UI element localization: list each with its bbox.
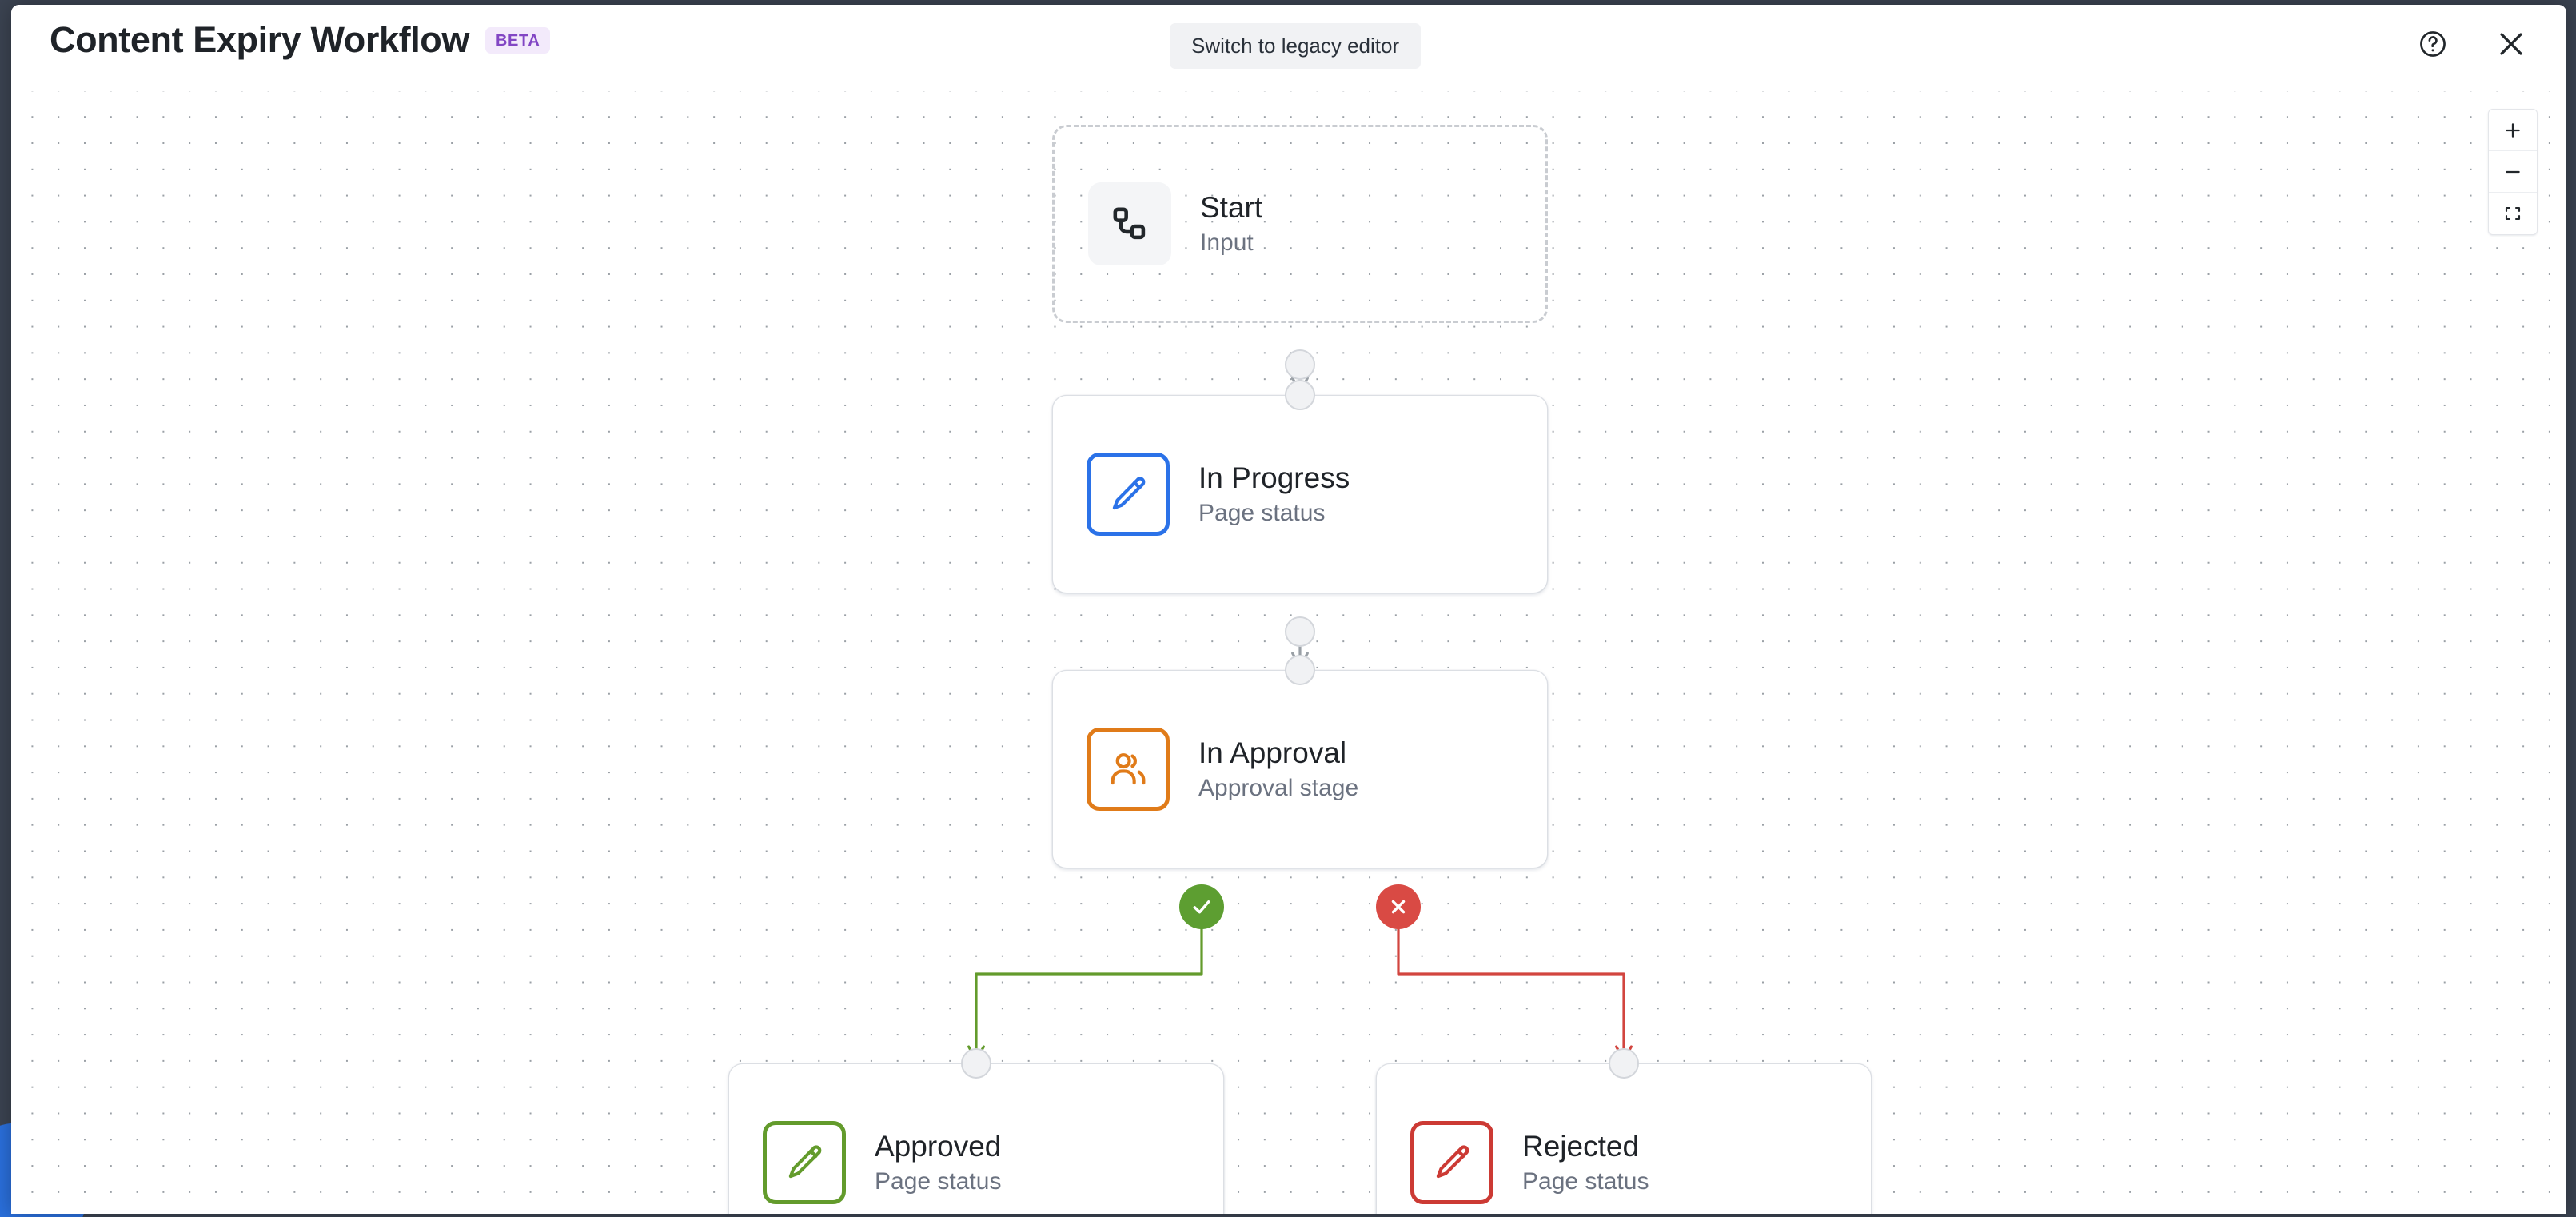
- pencil-icon: [1087, 453, 1170, 536]
- node-title-rejected: Rejected: [1522, 1130, 1640, 1163]
- edge-reject-to-rejected[interactable]: [1397, 928, 1633, 1062]
- zoom-controls: [2488, 109, 2538, 235]
- node-title-in-approval: In Approval: [1198, 736, 1347, 769]
- node-subtitle-in-progress: Page status: [1198, 500, 1326, 526]
- node-subtitle-start: Input: [1200, 229, 1254, 256]
- handle-reject-source[interactable]: [1376, 884, 1421, 929]
- node-title-start: Start: [1200, 191, 1263, 224]
- pencil-icon: [763, 1121, 846, 1204]
- handle-in-progress-source[interactable]: [1285, 616, 1315, 647]
- pencil-icon: [1410, 1121, 1493, 1204]
- zoom-in-button[interactable]: [2489, 110, 2537, 151]
- handle-approve-source[interactable]: [1179, 884, 1224, 929]
- node-subtitle-in-approval: Approval stage: [1198, 775, 1359, 801]
- fit-view-button[interactable]: [2489, 193, 2537, 234]
- edge-approve-to-approved[interactable]: [967, 928, 1203, 1062]
- help-circle-icon[interactable]: [2415, 26, 2451, 62]
- switch-to-legacy-editor-button[interactable]: Switch to legacy editor: [1170, 23, 1422, 69]
- handle-in-approval-target[interactable]: [1285, 655, 1315, 685]
- workflow-nodes-icon: [1088, 182, 1171, 265]
- beta-badge: BETA: [485, 26, 551, 54]
- header-actions: [2415, 26, 2530, 62]
- node-title-in-progress: In Progress: [1198, 461, 1350, 494]
- node-subtitle-rejected: Page status: [1522, 1168, 1649, 1195]
- close-icon[interactable]: [2493, 26, 2530, 62]
- handle-start-source[interactable]: [1285, 349, 1315, 380]
- node-title-approved: Approved: [875, 1130, 1002, 1163]
- handle-in-progress-target[interactable]: [1285, 380, 1315, 410]
- handle-rejected-target[interactable]: [1609, 1048, 1639, 1079]
- editor-header: Content Expiry Workflow BETA Switch to l…: [11, 5, 2566, 91]
- node-subtitle-approved: Page status: [875, 1168, 1002, 1195]
- title-group: Content Expiry Workflow BETA: [50, 19, 551, 61]
- workflow-editor-modal: Content Expiry Workflow BETA Switch to l…: [11, 5, 2566, 1214]
- zoom-out-button[interactable]: [2489, 151, 2537, 193]
- people-approval-icon: [1087, 728, 1170, 811]
- handle-approved-target[interactable]: [961, 1048, 991, 1079]
- page-title: Content Expiry Workflow: [50, 19, 469, 60]
